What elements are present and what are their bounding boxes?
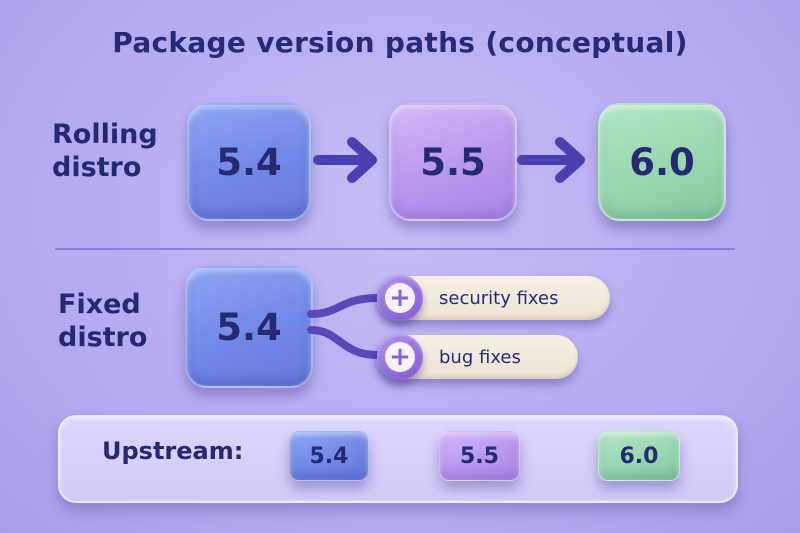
rolling-version-box-5-5: 5.5	[389, 103, 517, 221]
plus-icon: +	[377, 334, 423, 380]
rolling-distro-label: Rolling distro	[52, 119, 158, 183]
bug-fixes-label: bug fixes	[439, 346, 521, 368]
diagram-title: Package version paths (conceptual)	[112, 26, 688, 59]
rolling-version-box-5-4: 5.4	[187, 103, 311, 221]
right-arrow-icon	[517, 137, 585, 183]
rolling-version-box-6-0: 6.0	[598, 103, 726, 221]
plus-icon: +	[377, 275, 423, 321]
upstream-label: Upstream:	[102, 437, 244, 465]
branch-connector-security	[307, 294, 382, 318]
upstream-version-box-6-0: 6.0	[598, 431, 680, 481]
branch-connector-bug	[307, 326, 382, 359]
fixed-distro-label: Fixed distro	[58, 289, 148, 353]
right-arrow-icon	[313, 137, 377, 183]
section-divider	[55, 248, 735, 250]
upstream-version-box-5-4: 5.4	[289, 431, 369, 481]
security-fixes-label: security fixes	[439, 287, 559, 309]
upstream-version-box-5-5: 5.5	[439, 431, 520, 481]
